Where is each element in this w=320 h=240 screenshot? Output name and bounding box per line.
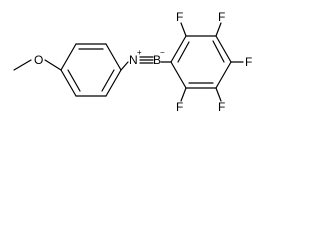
atom-f-5: F [176,100,183,114]
atom-n: N [129,53,138,67]
atom-o: O [34,53,43,67]
n-charge: + [137,48,142,57]
c-f-bond-1 [180,22,187,37]
o-ring-bond [44,59,62,71]
atom-f-1: F [176,10,183,24]
atom-f-3: F [245,55,252,69]
n-b-triple-bond [139,56,154,64]
b-charge: − [160,48,165,57]
anisyl-ring [60,43,122,97]
atom-f-2: F [218,10,225,24]
perfluorophenyl-ring [170,35,232,89]
atom-f-4: F [218,100,225,114]
methyl-o-bond [13,59,32,71]
atom-b: B [153,53,161,67]
c-f-bond-5 [180,87,187,102]
c-f-bond-4 [215,87,222,102]
structure-diagram: O N + B − F F F F F [13,10,252,114]
ring-n-bond [120,61,129,71]
c-f-bond-2 [215,22,222,37]
